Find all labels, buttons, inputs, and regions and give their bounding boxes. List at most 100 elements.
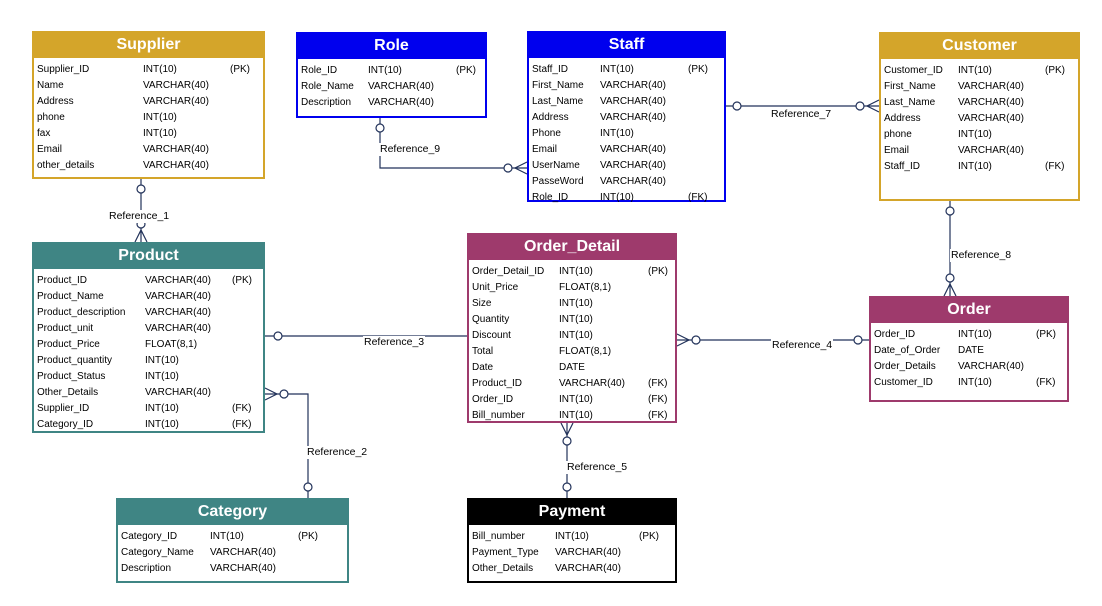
reference-5-crowfoot [560, 422, 574, 437]
col-type: VARCHAR(40) [958, 145, 1024, 156]
col-name: Date_of_Order [874, 345, 941, 356]
column-row: other_details VARCHAR(40) [37, 158, 263, 174]
col-type: VARCHAR(40) [145, 323, 211, 334]
col-type: INT(10) [145, 371, 179, 382]
col-name: Date [472, 362, 494, 373]
col-name: Total [472, 346, 494, 357]
col-type: VARCHAR(40) [143, 160, 209, 171]
entity-title: Payment [469, 500, 675, 525]
entity-title: Supplier [34, 33, 263, 58]
column-row: Product_Name VARCHAR(40) [37, 289, 263, 305]
col-type: VARCHAR(40) [559, 378, 625, 389]
col-key: (FK) [232, 403, 252, 414]
reference-1-optional-marker [136, 184, 146, 194]
column-row: Description VARCHAR(40) [301, 95, 485, 111]
col-type: VARCHAR(40) [600, 176, 666, 187]
col-key: (PK) [456, 65, 476, 76]
col-type: DATE [958, 345, 984, 356]
col-type: INT(10) [145, 403, 179, 414]
col-name: Description [301, 97, 352, 108]
reference-2-line [265, 393, 309, 498]
reference-8-label: Reference_8 [950, 249, 1013, 262]
col-type: INT(10) [958, 377, 992, 388]
col-name: Email [37, 144, 63, 155]
col-key: (PK) [1045, 65, 1065, 76]
col-type: VARCHAR(40) [210, 547, 276, 558]
col-name: Unit_Price [472, 282, 519, 293]
col-name: Address [37, 96, 74, 107]
reference-4-label: Reference_4 [771, 339, 834, 352]
col-name: Product_Name [37, 291, 104, 302]
col-type: INT(10) [600, 192, 634, 203]
col-key: (FK) [648, 394, 668, 405]
col-type: VARCHAR(40) [958, 113, 1024, 124]
col-key: (FK) [688, 192, 708, 203]
col-name: Name [37, 80, 64, 91]
col-name: Supplier_ID [37, 403, 90, 414]
col-name: Product_quantity [37, 355, 113, 366]
reference-4-marker-b [853, 335, 863, 345]
column-row: Phone INT(10) [532, 126, 724, 142]
entity-title: Category [118, 500, 347, 525]
reference-7-crowfoot [865, 99, 880, 113]
col-type: FLOAT(8,1) [145, 339, 198, 350]
col-type: INT(10) [559, 410, 593, 421]
reference-5-marker-b [562, 482, 572, 492]
col-type: INT(10) [368, 65, 402, 76]
col-key: (FK) [1045, 161, 1065, 172]
col-name: Payment_Type [472, 547, 539, 558]
col-type: VARCHAR(40) [368, 97, 434, 108]
col-name: Order_ID [874, 329, 916, 340]
col-type: INT(10) [958, 65, 992, 76]
col-key: (PK) [688, 64, 708, 75]
col-key: (PK) [1036, 329, 1056, 340]
col-type: INT(10) [143, 64, 177, 75]
col-type: FLOAT(8,1) [559, 282, 612, 293]
col-name: Discount [472, 330, 511, 341]
col-name: Staff_ID [532, 64, 568, 75]
col-type: INT(10) [600, 128, 634, 139]
reference-3-label: Reference_3 [363, 336, 426, 349]
col-key: (FK) [648, 410, 668, 421]
col-name: Order_Details [874, 361, 936, 372]
reference-1-label: Reference_1 [108, 210, 171, 223]
col-name: Description [121, 563, 172, 574]
col-key: (PK) [298, 531, 318, 542]
reference-7-marker-a [732, 101, 742, 111]
entity-category[interactable]: Category Category_ID INT(10) (PK) Category_… [116, 498, 349, 583]
col-name: Phone [532, 128, 561, 139]
col-type: INT(10) [210, 531, 244, 542]
col-name: Address [532, 112, 569, 123]
col-type: VARCHAR(40) [145, 291, 211, 302]
col-name: other_details [37, 160, 95, 171]
col-name: Category_ID [121, 531, 178, 542]
col-name: Quantity [472, 314, 510, 325]
reference-2-label: Reference_2 [306, 446, 369, 459]
col-name: Product_description [37, 307, 126, 318]
